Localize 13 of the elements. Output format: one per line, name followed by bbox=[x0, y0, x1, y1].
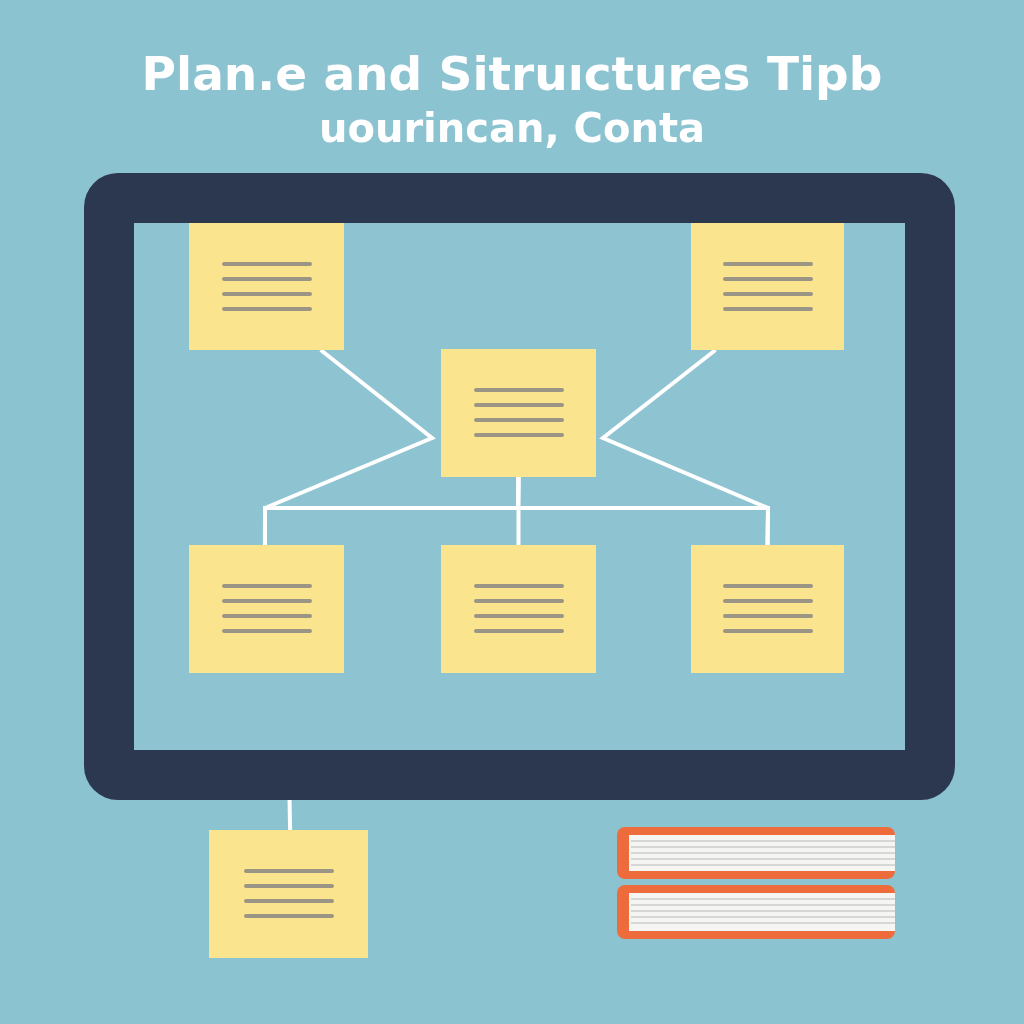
sticky-note bbox=[441, 545, 596, 673]
sticky-note bbox=[691, 223, 844, 350]
monitor-screen bbox=[84, 173, 955, 800]
sticky-note bbox=[691, 545, 844, 673]
sticky-note bbox=[209, 830, 368, 958]
connector-line bbox=[287, 799, 293, 831]
sticky-note bbox=[189, 223, 344, 350]
sticky-note bbox=[441, 349, 596, 477]
sticky-note bbox=[189, 545, 344, 673]
connector-line bbox=[516, 477, 521, 545]
connector-line bbox=[515, 476, 771, 546]
subtitle: uourincan, Conta bbox=[318, 104, 706, 153]
title: Plan.e and Sitruıctures Tipb bbox=[141, 45, 883, 103]
